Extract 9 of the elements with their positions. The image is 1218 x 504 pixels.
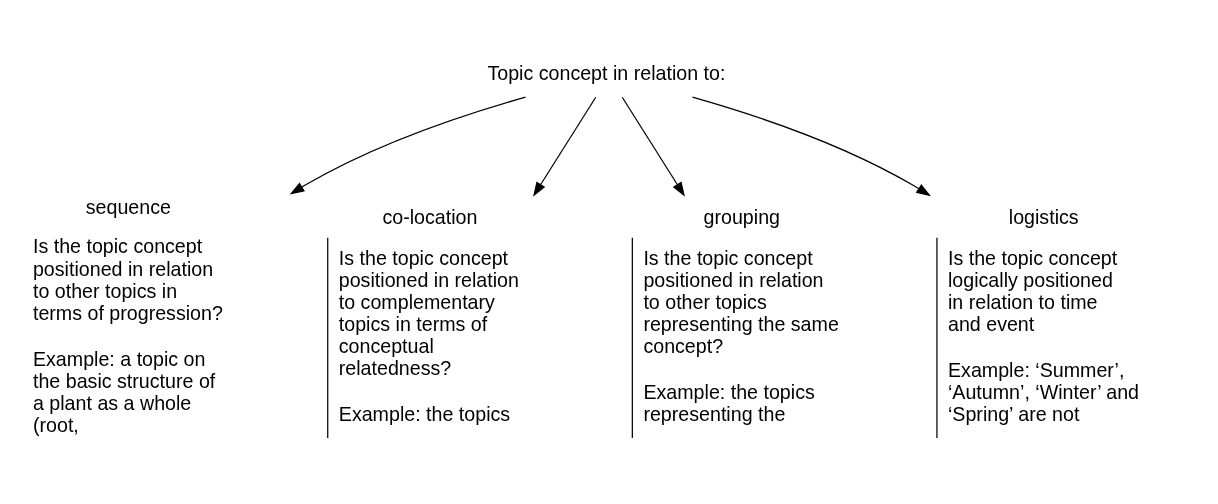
node-text: co-location Is the topic concept positioned in relation to complementary topics in terms of conceptual relatedness? Example: the topics: [338, 205, 519, 425]
node-text: grouping Is the topic concept positioned in relation to other topics representing the same concept? Example: the topics representing the: [643, 205, 839, 425]
arrow: [691, 96, 931, 196]
node-text: Topic concept in relation to:: [487, 61, 726, 84]
node-text: logistics Is the topic concept logically positioned in relation to time and event Example: ‘Summer’, ‘Autumn’, ‘Winter’ and ‘Spring’ are not: [947, 205, 1140, 425]
arrow: [533, 96, 597, 197]
node-text: sequence Is the topic concept positioned in relation to other topics in terms of progression? Example: a topic on the basic structure of a plant as a whole (root,: [32, 195, 223, 436]
arrow: [289, 96, 527, 195]
arrow: [621, 96, 685, 197]
